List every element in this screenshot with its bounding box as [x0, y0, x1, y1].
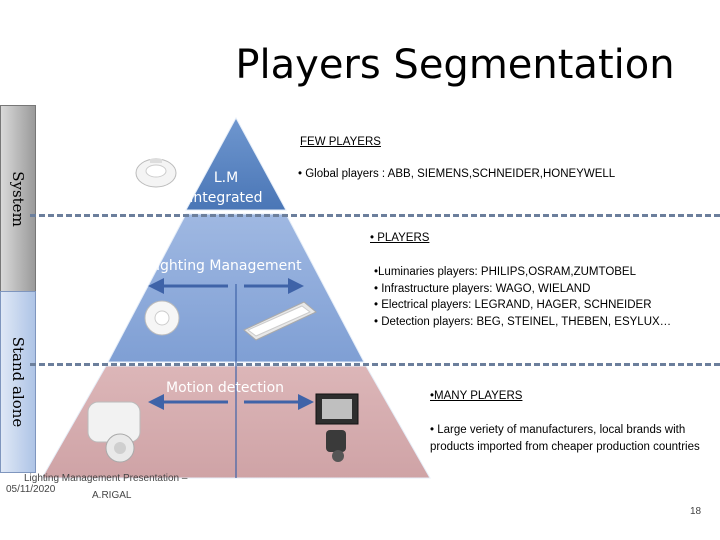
players-item: •Luminaries players: PHILIPS,OSRAM,ZUMTO…	[374, 266, 637, 278]
right-arrow-icon	[244, 278, 304, 294]
few-players-heading: FEW PLAYERS	[300, 136, 381, 148]
pyramid-middle-label: Lighting Management	[148, 258, 302, 274]
pyramid-bottom-label: Motion detection	[165, 380, 285, 396]
detector-icon	[144, 300, 180, 336]
few-players-item: • Global players : ABB, SIEMENS,SCHNEIDE…	[298, 168, 616, 180]
left-arrow-icon	[148, 278, 228, 294]
footer-date: 05/11/2020	[6, 484, 56, 495]
ceiling-sensor-icon	[135, 158, 177, 188]
many-players-heading: •MANY PLAYERS	[430, 390, 523, 402]
bottom-left-arrow-icon	[148, 394, 228, 410]
players-item: • Detection players: BEG, STEINEL, THEBE…	[374, 315, 672, 328]
top-label-line2: integrated	[189, 190, 263, 206]
players-heading: • PLAYERS	[370, 232, 430, 244]
motion-detector-icon	[87, 401, 141, 463]
stand-alone-tier-bar: Stand alone	[0, 291, 36, 473]
bottom-right-arrow-icon	[244, 394, 314, 410]
players-list: •Luminaries players: PHILIPS,OSRAM,ZUMTO…	[374, 264, 714, 330]
pyramid-top-tier	[185, 116, 287, 211]
tier-separator-bottom	[30, 363, 720, 366]
tier-separator-top	[30, 214, 720, 217]
many-players-item: • Large veriety of manufacturers, local …	[430, 424, 700, 453]
footer-presentation-line1: Lighting Management Presentation –	[24, 473, 188, 484]
players-item: • Electrical players: LEGRAND, HAGER, SC…	[374, 299, 652, 311]
footer-presentation-line2: A.RIGAL	[92, 490, 132, 501]
system-tier-bar: System	[0, 105, 36, 293]
players-item: • Infrastructure players: WAGO, WIELAND	[374, 282, 591, 295]
pyramid-top-label: L.M integrated	[180, 168, 272, 208]
top-label-line1: L.M	[213, 170, 239, 186]
floodlight-icon	[315, 393, 359, 462]
page-title: Players Segmentation	[235, 42, 675, 88]
page-number: 18	[690, 506, 702, 517]
luminaire-icon	[243, 301, 317, 341]
